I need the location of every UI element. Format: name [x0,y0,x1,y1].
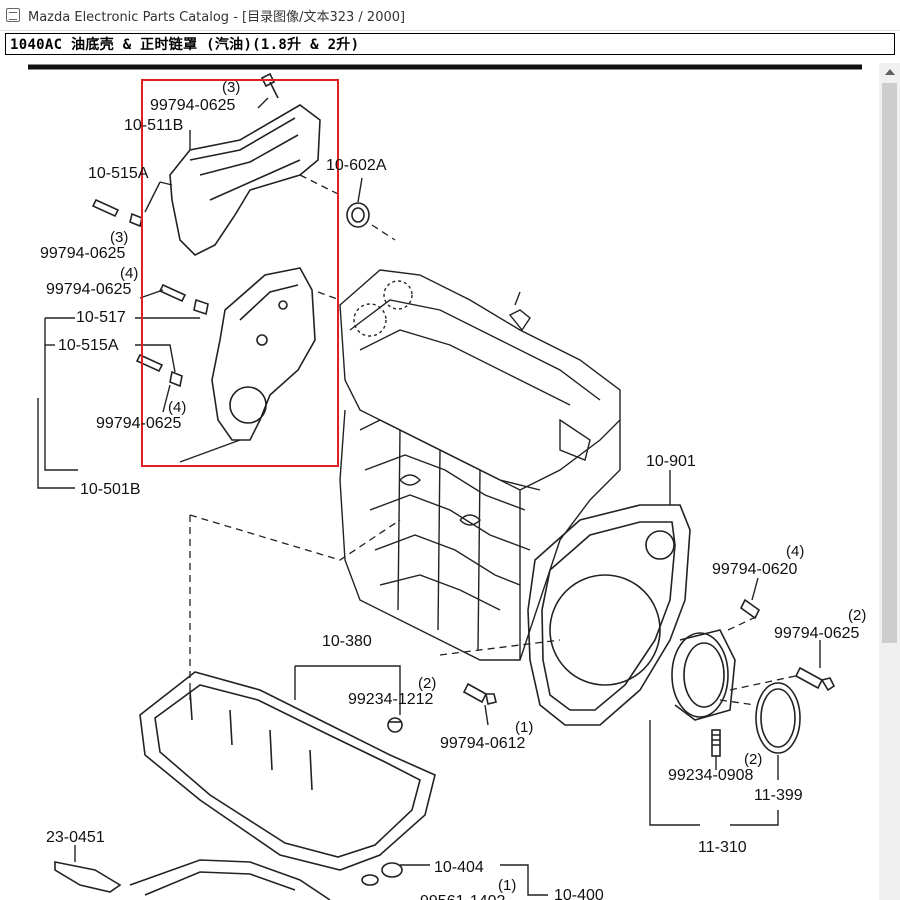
part-labels: (3) 99794-0625 10-511B 10-515A 10-602A (… [40,79,866,900]
diagram-viewer[interactable]: (3) 99794-0625 10-511B 10-515A 10-602A (… [0,58,900,900]
dashed-guides [189,174,801,706]
part-number-label[interactable]: 10-404 [434,859,484,876]
part-number-label[interactable]: 10-501B [80,481,141,498]
part-number-label[interactable]: 99234-1212 [348,691,434,708]
window-titlebar: Mazda Electronic Parts Catalog - [目录图像/文… [0,0,900,31]
highlight-box [141,79,339,467]
part-number-label[interactable]: 10-511B [124,117,183,134]
rear-seal-illustration [462,598,836,757]
part-qty: (4) [120,265,138,282]
part-number-label[interactable]: 11-310 [698,839,747,856]
vertical-scrollbar[interactable] [879,63,900,900]
rear-plate-illustration [527,504,691,726]
part-number-label[interactable]: 99794-0625 [774,625,860,642]
page-heading: 1040AC 油底壳 & 正时链罩 (汽油)(1.8升 & 2升) [5,33,895,55]
part-number-label[interactable]: 99561-1402 [420,893,506,900]
part-number-label[interactable]: 10-400 [554,887,604,900]
part-number-label[interactable]: 99794-0620 [712,561,798,578]
part-qty: (1) [498,877,516,894]
part-number-label[interactable]: 99794-0625 [46,281,132,298]
oil-pan-illustration [54,671,436,900]
part-number-label[interactable]: 10-602A [326,157,387,174]
parts-diagram[interactable]: (3) 99794-0625 10-511B 10-515A 10-602A (… [0,58,900,900]
part-qty: (4) [168,399,186,416]
scroll-up-arrow-icon[interactable] [879,63,900,81]
catalog-app-icon [6,8,20,22]
part-qty: (2) [744,751,762,768]
leader-lines [37,97,821,896]
part-number-label[interactable]: 10-515A [88,165,149,182]
engine-block-illustration [339,269,621,661]
part-number-label[interactable]: 99794-0625 [96,415,182,432]
part-qty: (3) [110,229,128,246]
part-number-label[interactable]: 23-0451 [46,829,105,846]
part-qty: (1) [515,719,533,736]
part-number-label[interactable]: 99794-0612 [440,735,526,752]
part-qty: (3) [222,79,240,96]
part-number-label[interactable]: 10-901 [646,453,696,470]
part-number-label[interactable]: 10-517 [76,309,126,326]
part-qty: (2) [418,675,436,692]
timing-cover-illustration [91,72,370,441]
part-number-label[interactable]: 10-515A [58,337,119,354]
part-number-label[interactable]: 11-399 [754,787,803,804]
scroll-thumb[interactable] [882,83,897,643]
part-number-label[interactable]: 99234-0908 [668,767,754,784]
part-qty: (2) [848,607,866,624]
part-number-label[interactable]: 10-380 [322,633,372,650]
part-qty: (4) [786,543,804,560]
window-title: Mazda Electronic Parts Catalog - [目录图像/文… [28,9,406,25]
part-number-label[interactable]: 99794-0625 [150,97,236,114]
part-number-label[interactable]: 99794-0625 [40,245,126,262]
